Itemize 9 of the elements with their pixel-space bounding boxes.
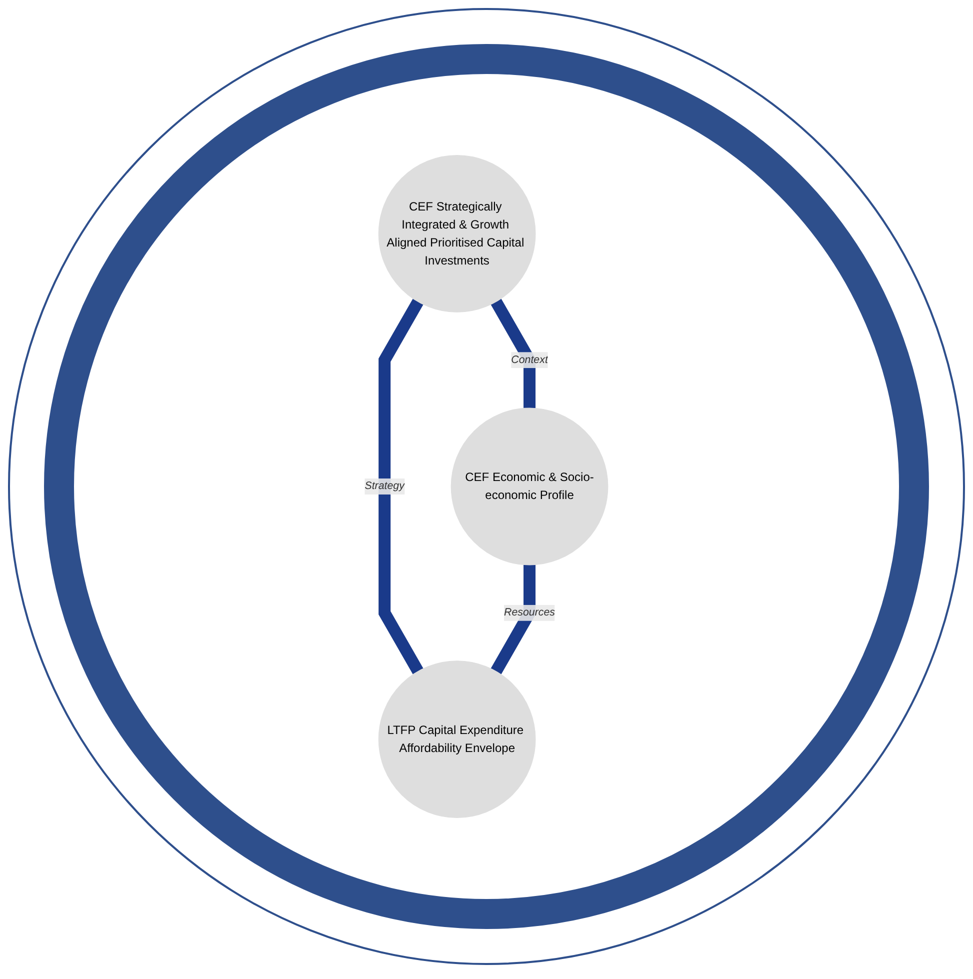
edge-label: Strategy — [364, 480, 405, 492]
node-circle: CEF Economic & Socio-economic Profile — [451, 408, 608, 566]
node-circle: CEF Strategically Integrated & Growth Aligned Prioritised Capital Investments — [378, 155, 536, 312]
node-circle: LTFP Capital Expenditure Affordability Envelope — [378, 660, 536, 818]
edge-label: Resources — [504, 606, 556, 618]
connector — [378, 298, 424, 674]
connector — [491, 564, 536, 674]
edge-label: Context — [511, 354, 548, 366]
connector — [491, 298, 536, 408]
